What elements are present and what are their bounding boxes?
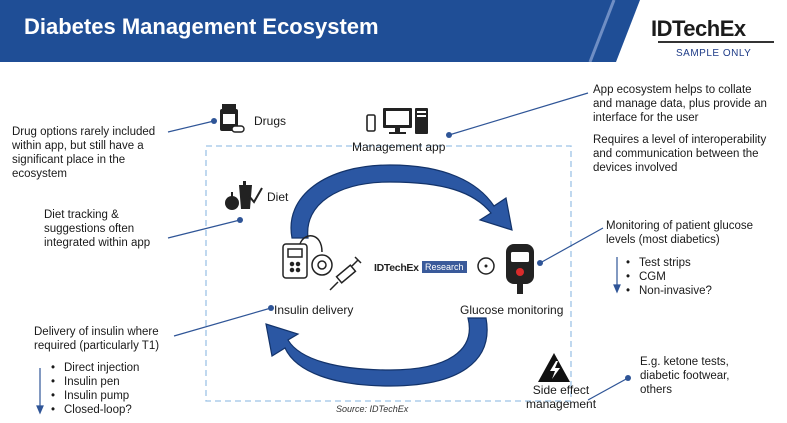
cycle-arrow-top [290,164,513,239]
note-glucose: Monitoring of patient glucose levels (mo… [606,220,754,246]
ecosystem-boundary [205,145,572,402]
phone-icon [366,114,376,132]
watermark-brand: IDTechEx [374,262,419,274]
connector-diet [167,217,243,239]
note-diet: Diet tracking & suggestions often integr… [44,209,151,249]
node-label-management-app: Management app [352,140,446,154]
connector-side-effect [587,375,631,401]
node-label-drugs: Drugs [254,114,287,128]
source-caption: Source: IDTechEx [336,404,409,414]
list-item: Insulin pump [50,389,139,403]
warning-icon [538,353,570,382]
glucose-meter-icon [477,244,534,294]
note-side-effect: E.g. ketone tests, diabetic footwear, ot… [640,356,730,396]
note-app-collate: App ecosystem helps to collate and manag… [593,84,767,124]
list-item: Insulin pen [50,375,139,389]
list-item: Closed-loop? [50,403,139,417]
diet-icon [225,181,263,210]
page-title: Diabetes Management Ecosystem [24,14,379,39]
node-label-diet: Diet [267,190,289,204]
note-drugs: Drug options rarely included within app,… [12,126,156,180]
connector-glucose [537,227,604,266]
computer-tower-icon [415,108,428,134]
note-app-interoperability: Requires a level of interoperability and… [593,134,767,174]
arrow-down-icon [613,284,621,294]
list-item: CGM [625,270,712,284]
node-label-insulin-delivery: Insulin delivery [274,303,354,317]
syringe-icon [329,256,362,291]
pill-bottle-icon [220,104,245,133]
brand-logo: IDTechEx [651,16,746,41]
node-label-side-effect: Side effect management [526,383,597,411]
connector-insulin [173,305,274,337]
sample-only-label: SAMPLE ONLY [676,48,752,59]
watermark-tag: Research [422,261,467,273]
note-insulin: Delivery of insulin where required (part… [34,326,160,352]
brand-underline [658,41,774,43]
cycle-arrow-bottom [265,317,488,387]
connector-drugs [167,118,217,133]
insulin-pump-icon [282,235,333,279]
desktop-monitor-icon [383,108,412,134]
list-glucose-methods: Test strips CGM Non-invasive? [625,256,712,298]
node-label-glucose-monitoring: Glucose monitoring [460,303,564,317]
list-insulin-methods: Direct injection Insulin pen Insulin pum… [50,361,139,417]
connector-app [446,92,589,138]
list-item: Test strips [625,256,712,270]
arrow-down-icon [36,405,44,415]
list-item: Direct injection [50,361,139,375]
header-bar [0,0,640,62]
list-item: Non-invasive? [625,284,712,298]
